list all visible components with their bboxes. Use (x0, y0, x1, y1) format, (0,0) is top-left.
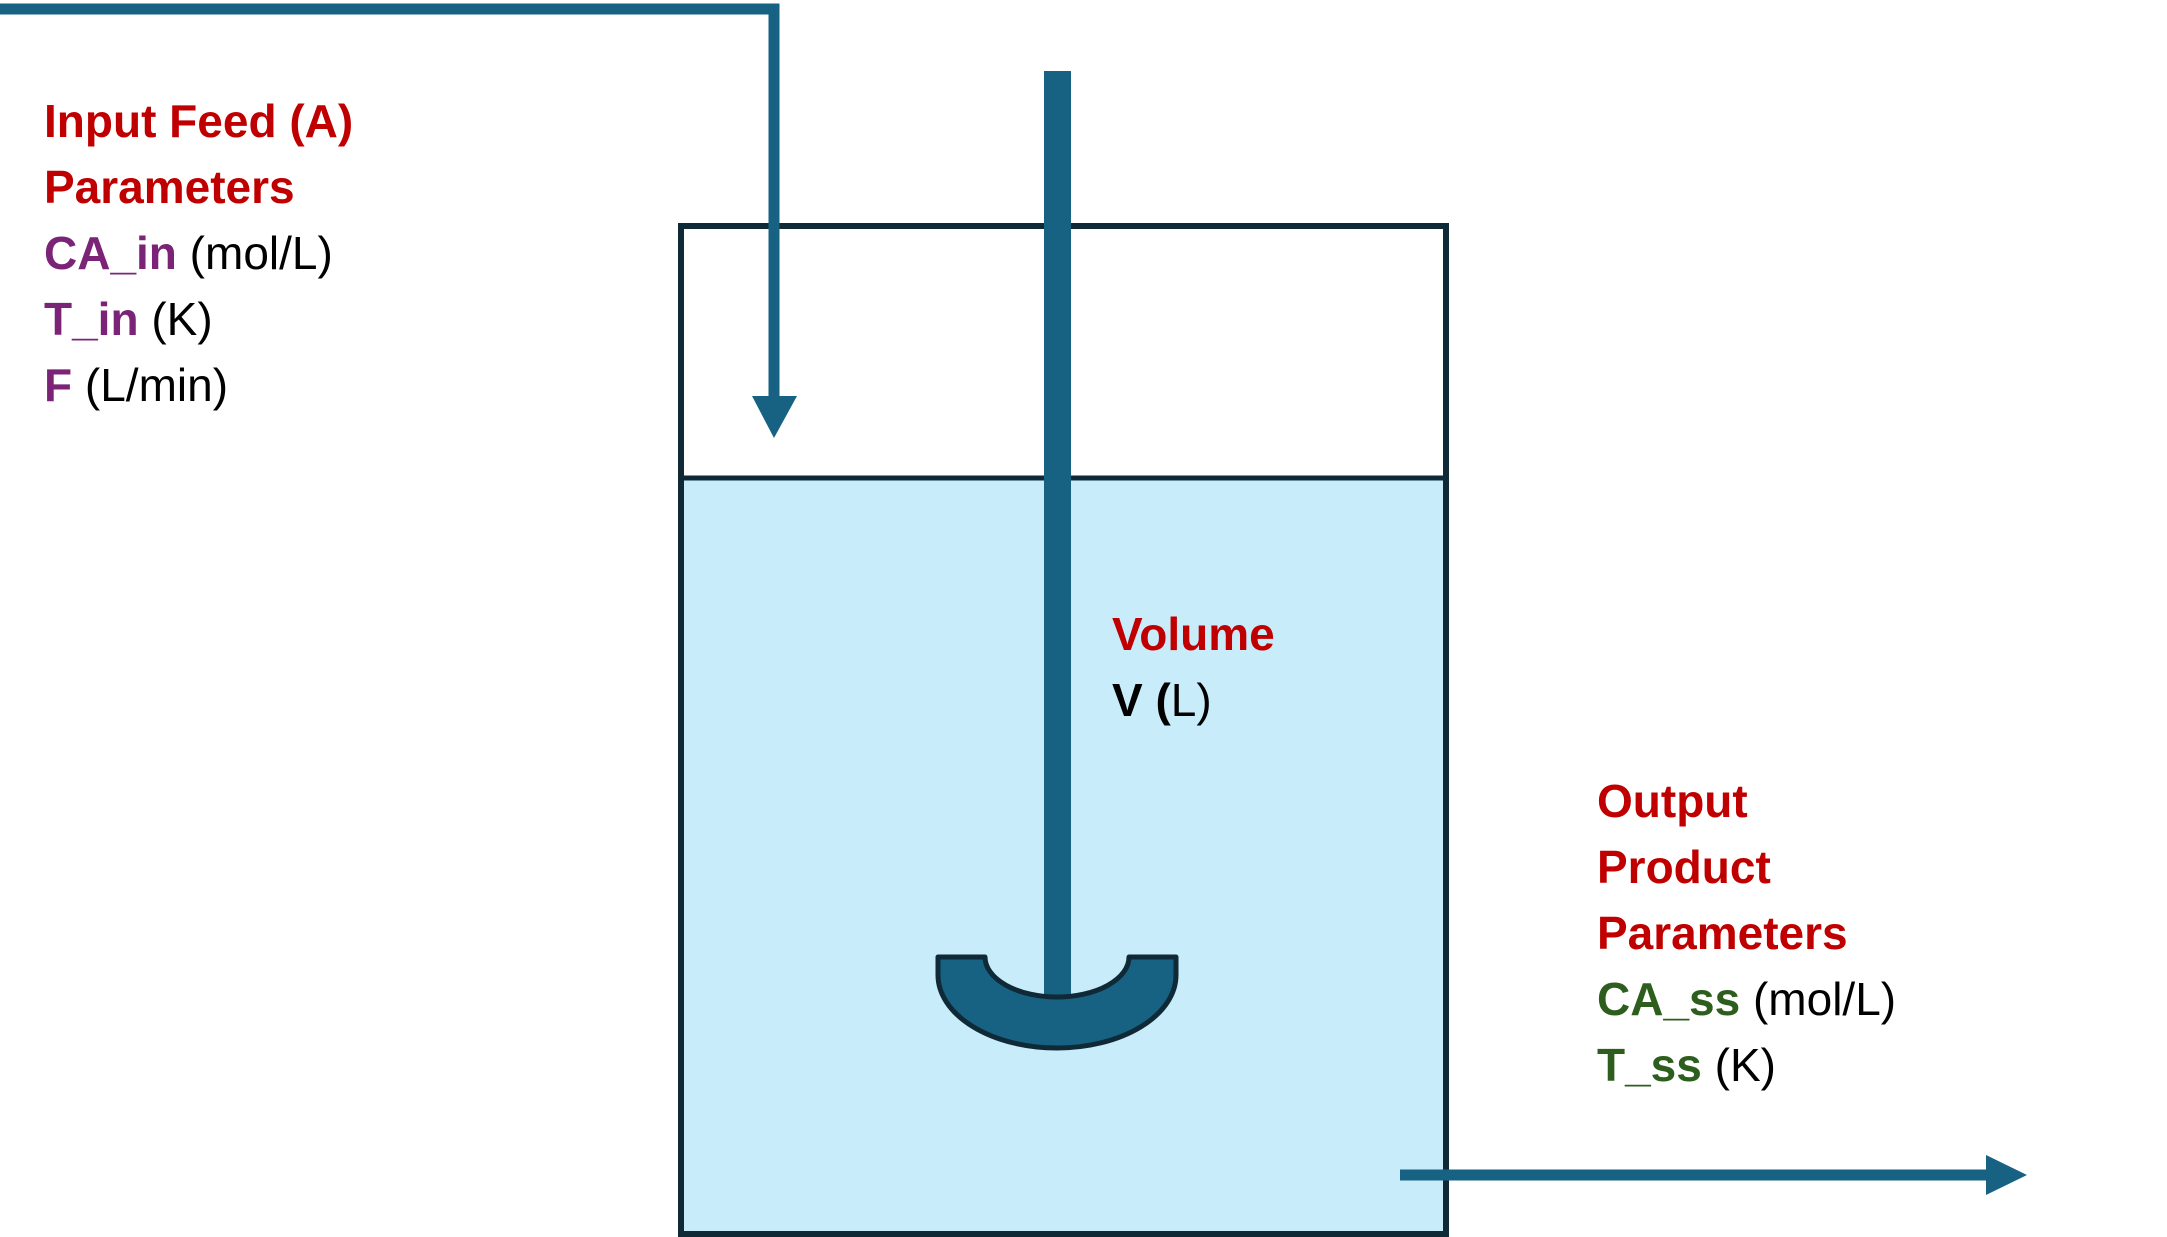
volume-label: Volume V (L) (1112, 601, 1275, 733)
input-var-unit: (K) (138, 293, 213, 345)
volume-var-name: V ( (1112, 674, 1171, 726)
volume-heading: Volume (1112, 608, 1275, 660)
arrow-right-icon (1986, 1155, 2027, 1195)
input-heading-line2: Parameters (44, 161, 295, 213)
output-heading-line1: Output (1597, 775, 1748, 827)
output-heading-line2: Product (1597, 841, 1771, 893)
input-var-unit: (mol/L) (176, 227, 333, 279)
arrow-down-icon (752, 396, 797, 438)
input-var-name: T_in (44, 293, 139, 345)
output-var-name: CA_ss (1597, 973, 1741, 1025)
input-feed-parameters: Input Feed (A) Parameters CA_in (mol/L) … (44, 88, 353, 418)
volume-var-unit: L) (1170, 674, 1212, 726)
input-var-name: F (44, 359, 73, 411)
output-heading-line3: Parameters (1597, 907, 1848, 959)
input-heading-line1: Input Feed (A) (44, 95, 354, 147)
input-var-name: CA_in (44, 227, 177, 279)
output-var-name: T_ss (1597, 1039, 1702, 1091)
input-var-unit: (L/min) (72, 359, 229, 411)
input-var-row: CA_in (mol/L) (44, 220, 353, 286)
output-var-unit: (K) (1701, 1039, 1776, 1091)
input-var-row: F (L/min) (44, 352, 353, 418)
output-var-unit: (mol/L) (1740, 973, 1897, 1025)
agitator-shaft (1044, 71, 1071, 1001)
input-var-row: T_in (K) (44, 286, 353, 352)
output-product-parameters: Output Product Parameters CA_ss (mol/L) … (1597, 768, 1896, 1098)
impeller-icon (935, 954, 1179, 1051)
output-var-row: T_ss (K) (1597, 1032, 1896, 1098)
volume-var-row: V (L) (1112, 667, 1275, 733)
inlet-pipe (0, 3, 780, 400)
output-var-row: CA_ss (mol/L) (1597, 966, 1896, 1032)
